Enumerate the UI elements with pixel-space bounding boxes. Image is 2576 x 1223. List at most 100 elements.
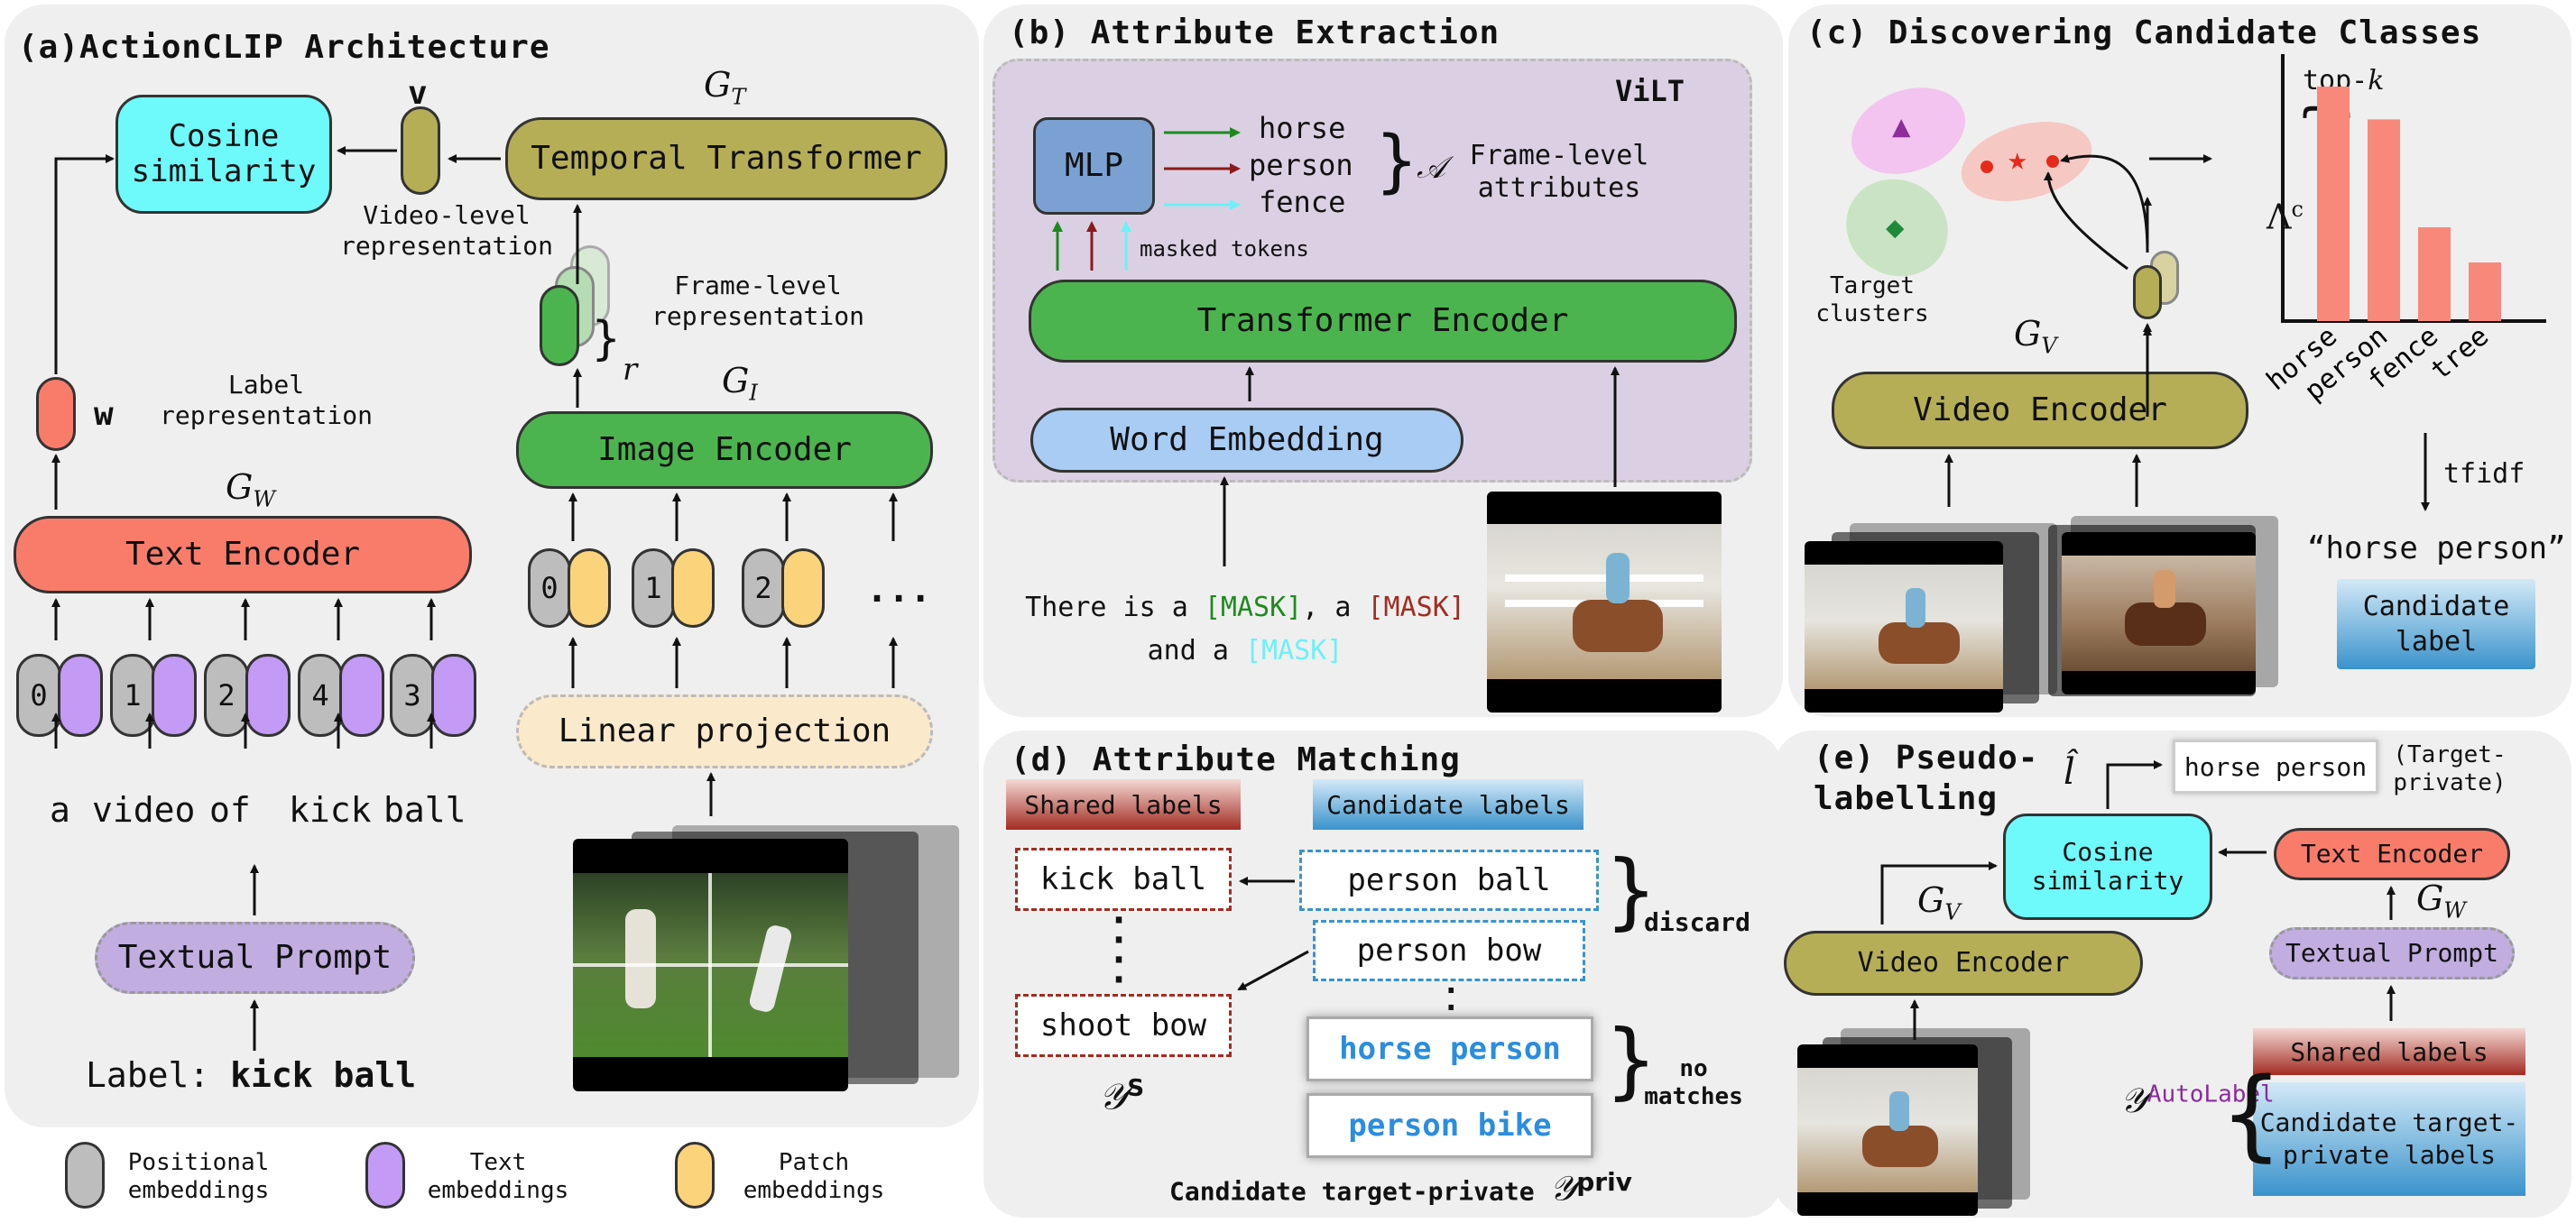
- patch-token-0: [568, 548, 611, 628]
- candidate-private-e: Candidate target-private labels: [2253, 1082, 2525, 1196]
- gv-label-e: GV: [1917, 880, 1961, 925]
- word-of: of: [209, 790, 251, 830]
- ypriv-sup: priv: [1576, 1167, 1632, 1197]
- match-person-bike: person bike: [1306, 1093, 1593, 1158]
- autolabel-y: 𝒴: [2120, 1080, 2147, 1120]
- candidate-person-ball: person ball: [1299, 850, 1599, 911]
- panel-e-title: (e) Pseudo-labelling: [1814, 740, 2039, 817]
- panel-b-title: (b) Attribute Extraction: [1009, 14, 1500, 51]
- l-hat: l̂: [2064, 751, 2075, 793]
- gv-label-c: GV: [2014, 314, 2057, 359]
- bar-tree: [2469, 262, 2501, 321]
- shared-shoot-bow: shoot bow: [1015, 994, 1232, 1057]
- positional-token-0: 0: [16, 654, 61, 737]
- mask-2: [MASK]: [1367, 592, 1465, 623]
- lambda-sup: c: [2291, 197, 2304, 222]
- patch-ellipsis: ...: [866, 569, 932, 611]
- panel-d-title: (d) Attribute Matching: [1011, 741, 1461, 778]
- text-encoder-e: Text Encoder: [2274, 828, 2510, 880]
- no-matches-label: no matches: [1644, 1055, 1743, 1111]
- horse-person-result: horse person: [2173, 740, 2378, 794]
- cosine-similarity-e: Cosine similarity: [2003, 814, 2212, 920]
- attr-horse: horse: [1259, 111, 1346, 145]
- attr-fence: fence: [1259, 185, 1346, 219]
- ys-sup: S: [1127, 1075, 1145, 1102]
- sentence-part2: , a: [1302, 592, 1368, 623]
- ys-label: 𝒴S: [1099, 1075, 1144, 1118]
- label-representation: Label representation: [159, 370, 373, 430]
- candidate-vdots: ··: [1442, 973, 1461, 1026]
- patch-token-1: [671, 548, 715, 628]
- autolabel-sup: AutoLabel: [2147, 1080, 2275, 1108]
- positional-token-2: 2: [204, 654, 249, 737]
- candidate-target-private: Candidate target-private 𝒴priv: [1169, 1167, 1632, 1209]
- bar-chart-axes: [2281, 54, 2546, 323]
- textual-prompt-e: Textual Prompt: [2269, 927, 2515, 979]
- positional-token-3: 4: [298, 654, 343, 737]
- cosine-label: Cosine similarity: [131, 117, 317, 189]
- linear-projection: Linear projection: [516, 694, 933, 768]
- diamond-icon: ◆: [1886, 209, 1905, 245]
- legend-positional-label: Positional embeddings: [127, 1149, 270, 1205]
- attr-brace: }: [1376, 120, 1417, 200]
- frame-level-attributes: Frame-level attributes: [1469, 140, 1649, 204]
- positional-token-1: 1: [110, 654, 155, 737]
- horse-video-e: [1797, 1044, 1978, 1216]
- frame-level-representation: Frame-level representation: [651, 271, 864, 331]
- horse-video-c2: [2062, 532, 2256, 694]
- legend-patch-label: Patch embeddings: [743, 1149, 885, 1205]
- positional-token-4: 3: [390, 654, 435, 737]
- text-token-4: [431, 654, 476, 737]
- script-a: 𝒜: [1417, 150, 1446, 186]
- topk-k: k: [2368, 65, 2385, 97]
- soccer-video-frame: [573, 839, 848, 1091]
- mask-1: [MASK]: [1204, 592, 1303, 623]
- patch-pos-token-0: 0: [528, 548, 571, 628]
- word-kick: kick: [289, 790, 372, 830]
- w-label: w: [94, 396, 114, 433]
- candidate-labels-header: Candidate labels: [1313, 779, 1583, 830]
- lambda-label: Λc: [2267, 197, 2304, 238]
- frame-token-front: [540, 285, 579, 366]
- r-brace: }: [592, 312, 621, 366]
- mask-3: [MASK]: [1245, 635, 1343, 667]
- ypriv-symbol: 𝒴: [1549, 1168, 1577, 1209]
- lambda-symbol: Λ: [2267, 197, 2292, 237]
- video-encoder-e: Video Encoder: [1784, 931, 2143, 996]
- triangle-icon: ▲: [1892, 108, 1911, 144]
- r-label: r: [623, 352, 638, 388]
- shared-vdots: ····: [1108, 900, 1131, 1001]
- sentence-part3: and a: [1147, 635, 1245, 667]
- video-encoder-c: Video Encoder: [1832, 372, 2248, 449]
- bar-fence: [2418, 227, 2451, 321]
- discard-label: discard: [1644, 907, 1751, 937]
- word-a: a: [50, 790, 70, 830]
- bar-horse: [2317, 87, 2350, 321]
- candidate-label-box: Candidate label: [2337, 579, 2535, 669]
- video-level-representation: Video-level representation: [339, 200, 553, 261]
- video-rep-token: [401, 106, 440, 195]
- label-kick-ball: Label: kick ball: [86, 1055, 416, 1097]
- word-ball: ball: [383, 790, 466, 830]
- text-encoder: Text Encoder: [14, 516, 472, 593]
- gi-label: GI: [722, 361, 758, 406]
- text-token-3: [339, 654, 384, 737]
- temporal-transformer: Temporal Transformer: [505, 117, 947, 200]
- sentence-part1: There is a: [1025, 592, 1205, 623]
- v-label: v: [408, 75, 428, 112]
- shared-labels-e: Shared labels: [2253, 1028, 2525, 1075]
- text-token-0: [58, 654, 103, 737]
- legend-positional-swatch: [65, 1142, 105, 1209]
- textual-prompt-a: Textual Prompt: [95, 922, 415, 994]
- video-feature-token: [2133, 265, 2162, 319]
- attr-person: person: [1249, 148, 1353, 182]
- legend-text-label: Text embeddings: [427, 1149, 569, 1205]
- word-embedding: Word Embedding: [1030, 408, 1463, 473]
- panel-c-title: (c) Discovering Candidate Classes: [1806, 14, 2482, 51]
- shared-labels-header: Shared labels: [1006, 779, 1241, 830]
- gw-label: GW: [226, 467, 276, 512]
- discard-brace: }: [1606, 842, 1657, 939]
- horse-person-quote: “horse person”: [2307, 530, 2566, 566]
- candidate-person-bow: person bow: [1313, 920, 1585, 981]
- autolabel-brace: }: [2221, 1056, 2282, 1172]
